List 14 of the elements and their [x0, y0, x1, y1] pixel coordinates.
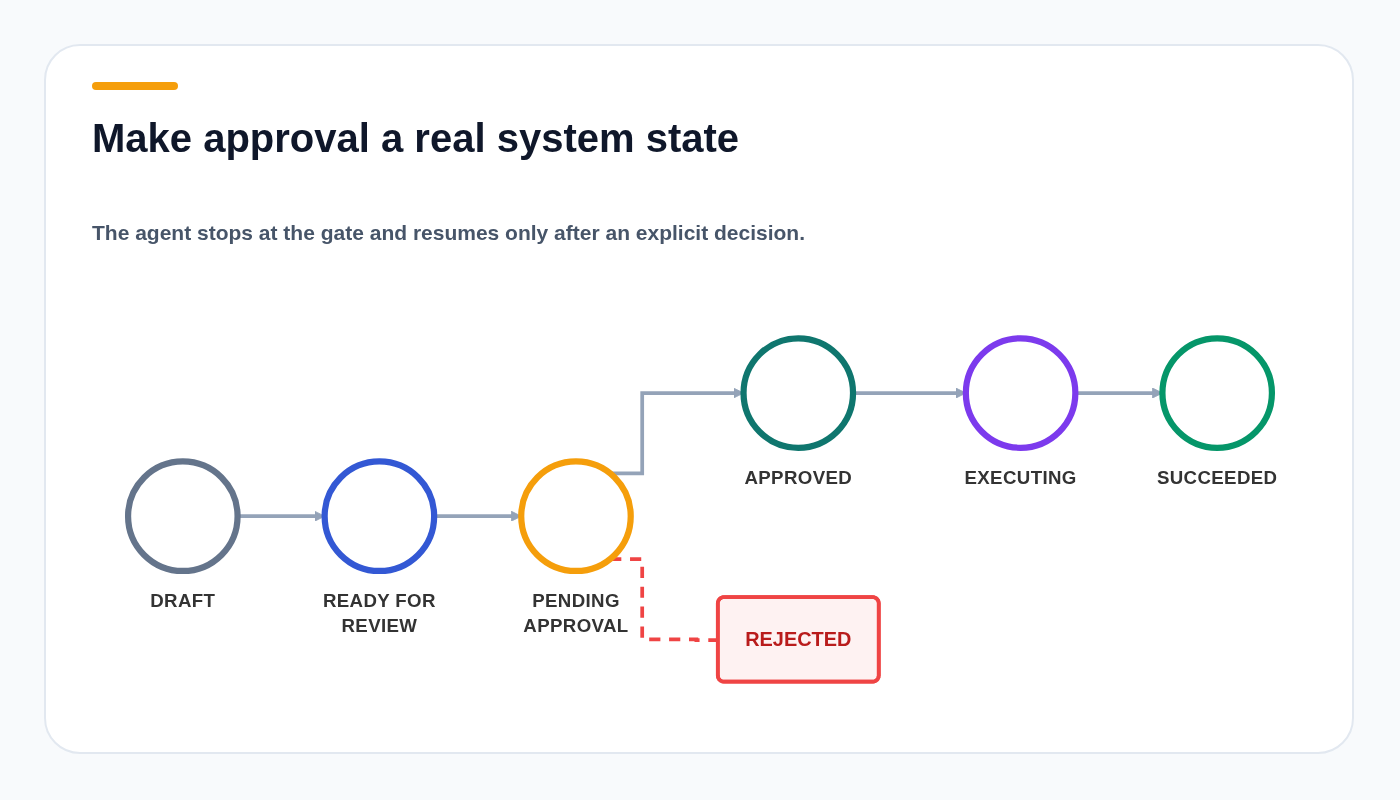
node-circle: [518, 458, 634, 575]
node-circle: [740, 335, 857, 451]
subtitle: The agent stops at the gate and resumes only after an explicit decision.: [92, 220, 805, 246]
node-circle: [962, 335, 1079, 451]
state-label: SUCCEEDED: [1156, 466, 1278, 488]
state-label: DRAFT: [150, 589, 216, 611]
node-circle: [321, 458, 438, 575]
node-circle: [124, 458, 241, 575]
node-circle: [1159, 335, 1276, 451]
state-label: PENDING APPROVAL: [523, 589, 629, 636]
state-label: READY FOR REVIEW: [322, 589, 436, 636]
title: Make approval a real system state: [92, 115, 739, 162]
state-label: APPROVED: [744, 466, 853, 488]
state-label: EXECUTING: [964, 466, 1077, 488]
